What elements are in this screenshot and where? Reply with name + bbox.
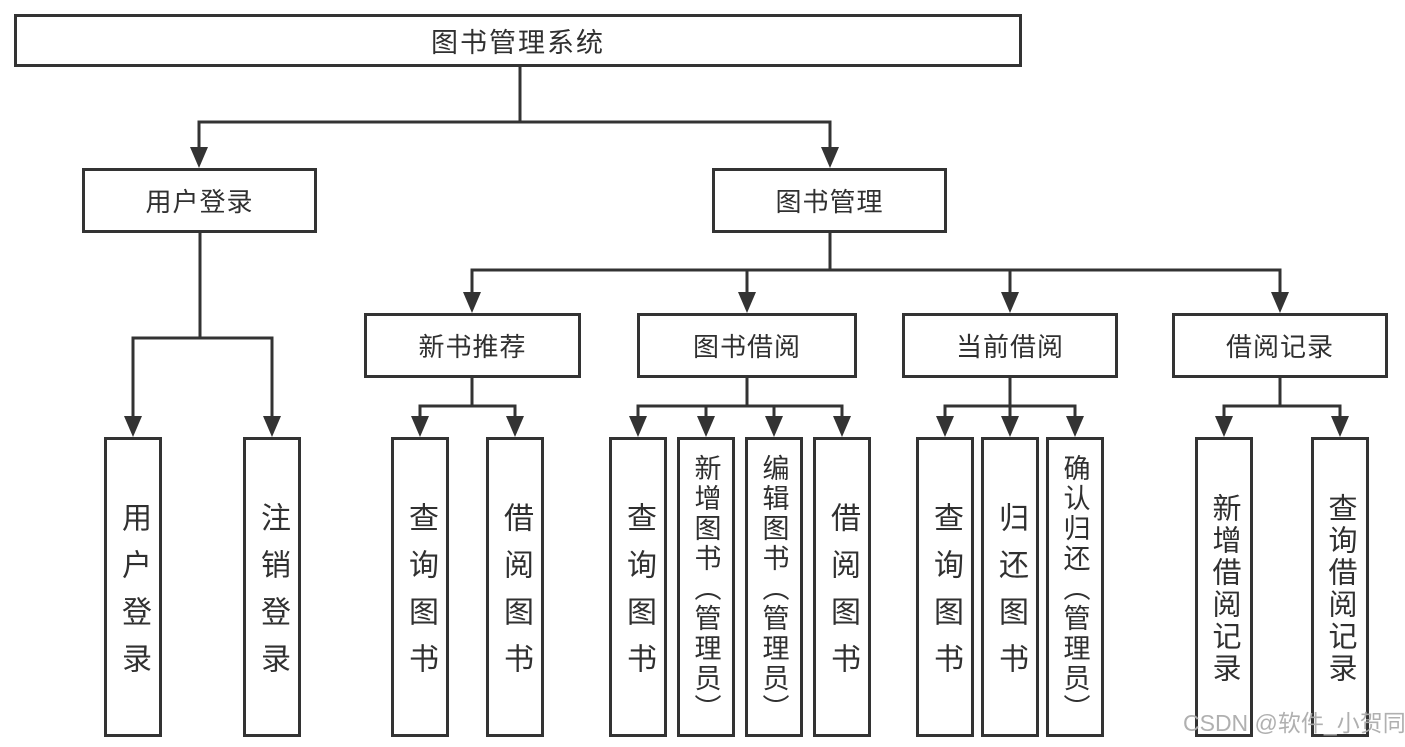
node-book-borrowing: 图书借阅 [637, 313, 857, 378]
node-label: 借阅记录 [1225, 332, 1334, 362]
arrow-down-icon [1001, 292, 1019, 313]
leaf-logout: 注销登录 [243, 437, 301, 737]
connector-records-to-leaves [1222, 375, 1342, 423]
node-label: 图书管理系统 [431, 28, 605, 58]
arrow-down-icon [124, 416, 142, 437]
node-label: 图书借阅 [692, 332, 801, 362]
connector-borrow-to-leaves [636, 375, 844, 423]
leaf-label: 编辑图书（管理员） [758, 453, 789, 724]
leaf-br-add-record: 新增借阅记录 [1195, 437, 1253, 737]
connector-root-to-level2 [197, 65, 832, 152]
leaf-label: 查询借阅记录 [1324, 492, 1356, 685]
node-book-management: 图书管理 [712, 168, 947, 233]
arrow-down-icon [263, 416, 281, 437]
leaf-bb-query-books: 查询图书 [609, 437, 667, 737]
leaf-cb-query-books: 查询图书 [916, 437, 974, 737]
leaf-label: 用户登录 [117, 501, 150, 690]
leaf-cb-return-books: 归还图书 [981, 437, 1039, 737]
node-user-login: 用户登录 [82, 168, 317, 233]
arrow-down-icon [629, 416, 647, 437]
node-label: 新书推荐 [418, 332, 527, 362]
arrow-down-icon [1066, 416, 1084, 437]
arrow-down-icon [697, 416, 715, 437]
connector-userlogin-to-leaves [131, 231, 274, 423]
node-current-borrowing: 当前借阅 [902, 313, 1118, 378]
arrow-down-icon [833, 416, 851, 437]
csdn-watermark: CSDN @软件_小贺同学 [1183, 710, 1405, 736]
arrow-down-icon [506, 416, 524, 437]
arrow-down-icon [1331, 416, 1349, 437]
arrow-heads [124, 147, 1349, 437]
leaf-label: 借阅图书 [499, 501, 532, 690]
node-label: 当前借阅 [955, 332, 1064, 362]
leaf-nb-query-books: 查询图书 [391, 437, 449, 737]
leaf-bb-add-books-admin: 新增图书（管理员） [677, 437, 735, 737]
arrow-down-icon [190, 147, 208, 168]
arrow-down-icon [463, 292, 481, 313]
node-new-book-recommend: 新书推荐 [364, 313, 581, 378]
leaf-label: 注销登录 [256, 501, 289, 690]
arrow-down-icon [1271, 292, 1289, 313]
leaf-label: 确认归还（管理员） [1059, 453, 1090, 724]
arrow-down-icon [1215, 416, 1233, 437]
arrow-down-icon [738, 292, 756, 313]
connector-newbook-to-leaves [418, 375, 517, 423]
arrow-down-icon [821, 147, 839, 168]
leaf-bb-borrow-books: 借阅图书 [813, 437, 871, 737]
connector-current-to-leaves [943, 375, 1077, 423]
arrow-down-icon [411, 416, 429, 437]
arrow-down-icon [1001, 416, 1019, 437]
leaf-nb-borrow-books: 借阅图书 [486, 437, 544, 737]
arrow-down-icon [936, 416, 954, 437]
leaf-label: 新增借阅记录 [1208, 492, 1240, 685]
leaf-bb-edit-books-admin: 编辑图书（管理员） [745, 437, 803, 737]
leaf-label: 查询图书 [929, 501, 962, 690]
node-root-system: 图书管理系统 [14, 14, 1022, 67]
arrow-down-icon [765, 416, 783, 437]
connector-lines [131, 65, 1342, 423]
leaf-label: 借阅图书 [826, 501, 859, 690]
leaf-br-query-record: 查询借阅记录 [1311, 437, 1369, 737]
leaf-label: 新增图书（管理员） [690, 453, 721, 724]
leaf-cb-confirm-return-admin: 确认归还（管理员） [1046, 437, 1104, 737]
node-borrowing-records: 借阅记录 [1172, 313, 1388, 378]
leaf-label: 归还图书 [994, 501, 1027, 690]
node-label: 用户登录 [145, 187, 254, 217]
leaf-label: 查询图书 [622, 501, 655, 690]
leaf-label: 查询图书 [404, 501, 437, 690]
leaf-user-login: 用户登录 [104, 437, 162, 737]
connector-bookmgmt-to-level3 [470, 231, 1282, 299]
node-label: 图书管理 [775, 187, 884, 217]
